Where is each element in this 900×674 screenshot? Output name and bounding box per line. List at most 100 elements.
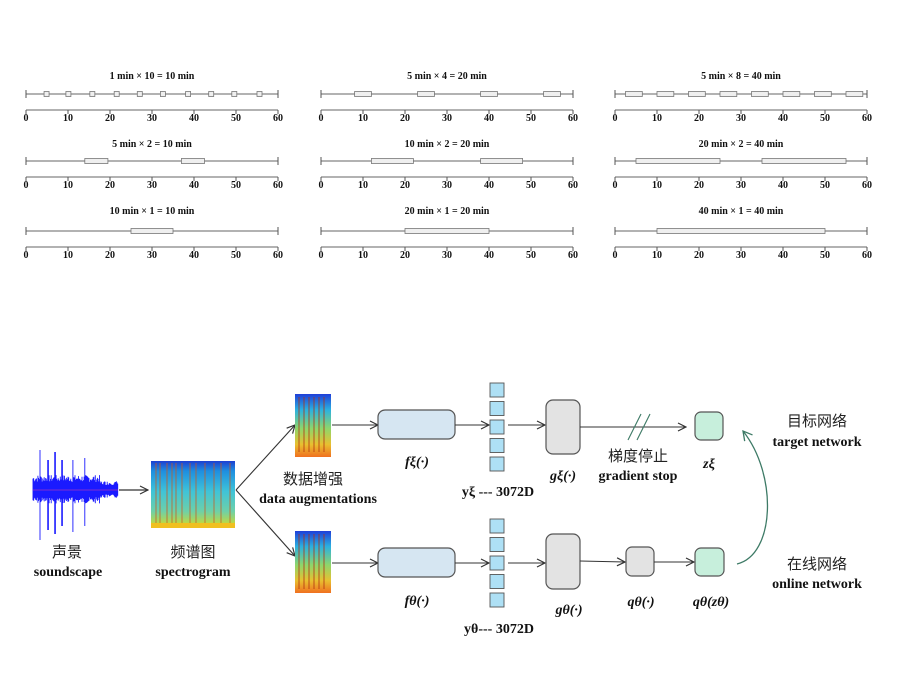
x-tick-label: 10	[63, 113, 73, 124]
recording-segment	[688, 91, 706, 97]
recording-segment	[814, 91, 832, 97]
vector-cell	[489, 537, 505, 552]
encoder-online-label: fθ(·)	[405, 594, 430, 609]
x-tick-label: 50	[820, 250, 830, 261]
x-tick-label: 0	[613, 250, 618, 261]
arrow-g-to-q	[579, 561, 625, 562]
x-tick-label: 0	[24, 250, 29, 261]
recording-segment	[136, 91, 143, 97]
vector-cell	[489, 419, 505, 435]
recording-segment	[354, 91, 372, 97]
recording-segment	[370, 158, 414, 164]
chart-title: 1 min × 10 = 10 min	[110, 71, 195, 82]
ema-update-arrow	[736, 429, 769, 565]
online-output-label: qθ(zθ)	[693, 595, 729, 610]
spectrogram-label-en: spectrogram	[155, 565, 230, 580]
projector-target-box	[545, 399, 581, 455]
recording-segment	[845, 91, 864, 97]
chart-title: 10 min × 1 = 10 min	[110, 206, 195, 217]
x-tick-label: 60	[273, 180, 283, 191]
x-tick-label: 30	[442, 113, 452, 124]
recording-segment	[480, 158, 524, 164]
vector-cell	[489, 555, 505, 571]
y-online-label: yθ--- 3072D	[464, 622, 534, 637]
soundscape-label-en: soundscape	[34, 565, 102, 580]
arrow-spec-to-aug-bottom	[235, 489, 295, 556]
x-tick-label: 50	[526, 180, 536, 191]
x-tick-label: 10	[358, 250, 368, 261]
recording-segment	[65, 91, 72, 97]
x-tick-label: 20	[400, 113, 410, 124]
predictor-box	[625, 546, 655, 577]
x-tick-label: 30	[736, 180, 746, 191]
x-tick-label: 30	[147, 113, 157, 124]
projector-target-label: gξ(·)	[549, 469, 576, 484]
x-tick-label: 50	[820, 180, 830, 191]
x-tick-label: 10	[63, 180, 73, 191]
x-tick-label: 10	[63, 250, 73, 261]
recording-segment	[543, 91, 561, 97]
x-tick-label: 0	[319, 250, 324, 261]
x-tick-label: 30	[147, 250, 157, 261]
projector-online-label: gθ(·)	[554, 603, 582, 618]
encoder-target-box	[377, 409, 456, 440]
vector-cell	[489, 574, 505, 589]
x-tick-label: 60	[568, 180, 578, 191]
recording-segment	[113, 91, 120, 97]
stopgrad-label-cn: 梯度停止	[608, 448, 668, 465]
stopgrad-label-en: gradient stop	[599, 469, 678, 484]
y-target-label: yξ --- 3072D	[462, 485, 534, 500]
vector-cell	[489, 518, 505, 534]
x-tick-label: 40	[484, 250, 494, 261]
x-tick-label: 10	[652, 113, 662, 124]
timeline-charts: 1 min × 10 = 10 min 0 10 20 30 40 50 60 5 min × …	[24, 71, 873, 261]
recording-segment	[719, 91, 738, 97]
spectrogram-image	[151, 461, 235, 528]
x-tick-label: 60	[862, 180, 872, 191]
recording-segment	[751, 91, 769, 97]
x-tick-label: 40	[778, 250, 788, 261]
vector-cell	[489, 456, 505, 472]
soundscape-label-cn: 声景	[52, 543, 82, 561]
byol-diagram: 声景 soundscape 频谱图 spectrogram 数据增强 data …	[32, 382, 862, 637]
x-tick-label: 0	[319, 180, 324, 191]
target-network-label-en: target network	[772, 435, 861, 450]
recording-segment	[185, 91, 192, 97]
x-tick-label: 60	[862, 113, 872, 124]
arrow-spec-to-aug-top	[235, 425, 295, 491]
x-tick-label: 30	[147, 180, 157, 191]
recording-segment	[89, 91, 96, 97]
chart-title: 5 min × 4 = 20 min	[407, 71, 487, 82]
x-tick-label: 20	[105, 250, 115, 261]
spectrogram-label-cn: 频谱图	[170, 544, 215, 561]
x-tick-label: 20	[694, 250, 704, 261]
encoder-online-box	[377, 547, 456, 578]
x-tick-label: 20	[105, 180, 115, 191]
recording-segment	[656, 91, 675, 97]
x-tick-label: 50	[820, 113, 830, 124]
stopgrad-slash-icon	[636, 413, 651, 441]
vector-cell	[489, 401, 505, 416]
augmented-spectrogram-top	[295, 394, 331, 457]
x-tick-label: 20	[694, 113, 704, 124]
x-tick-label: 40	[189, 250, 199, 261]
recording-segment	[43, 91, 50, 97]
vector-cell	[489, 438, 505, 453]
x-tick-label: 10	[652, 180, 662, 191]
x-tick-label: 20	[400, 250, 410, 261]
x-tick-label: 60	[568, 250, 578, 261]
x-tick-label: 50	[526, 113, 536, 124]
target-network-label-cn: 目标网络	[787, 413, 847, 430]
online-network-label-cn: 在线网络	[787, 556, 847, 573]
chart-title: 20 min × 1 = 20 min	[405, 206, 490, 217]
recording-segment	[480, 91, 498, 97]
x-tick-label: 40	[189, 113, 199, 124]
x-tick-label: 40	[778, 113, 788, 124]
recording-segment	[159, 91, 166, 97]
